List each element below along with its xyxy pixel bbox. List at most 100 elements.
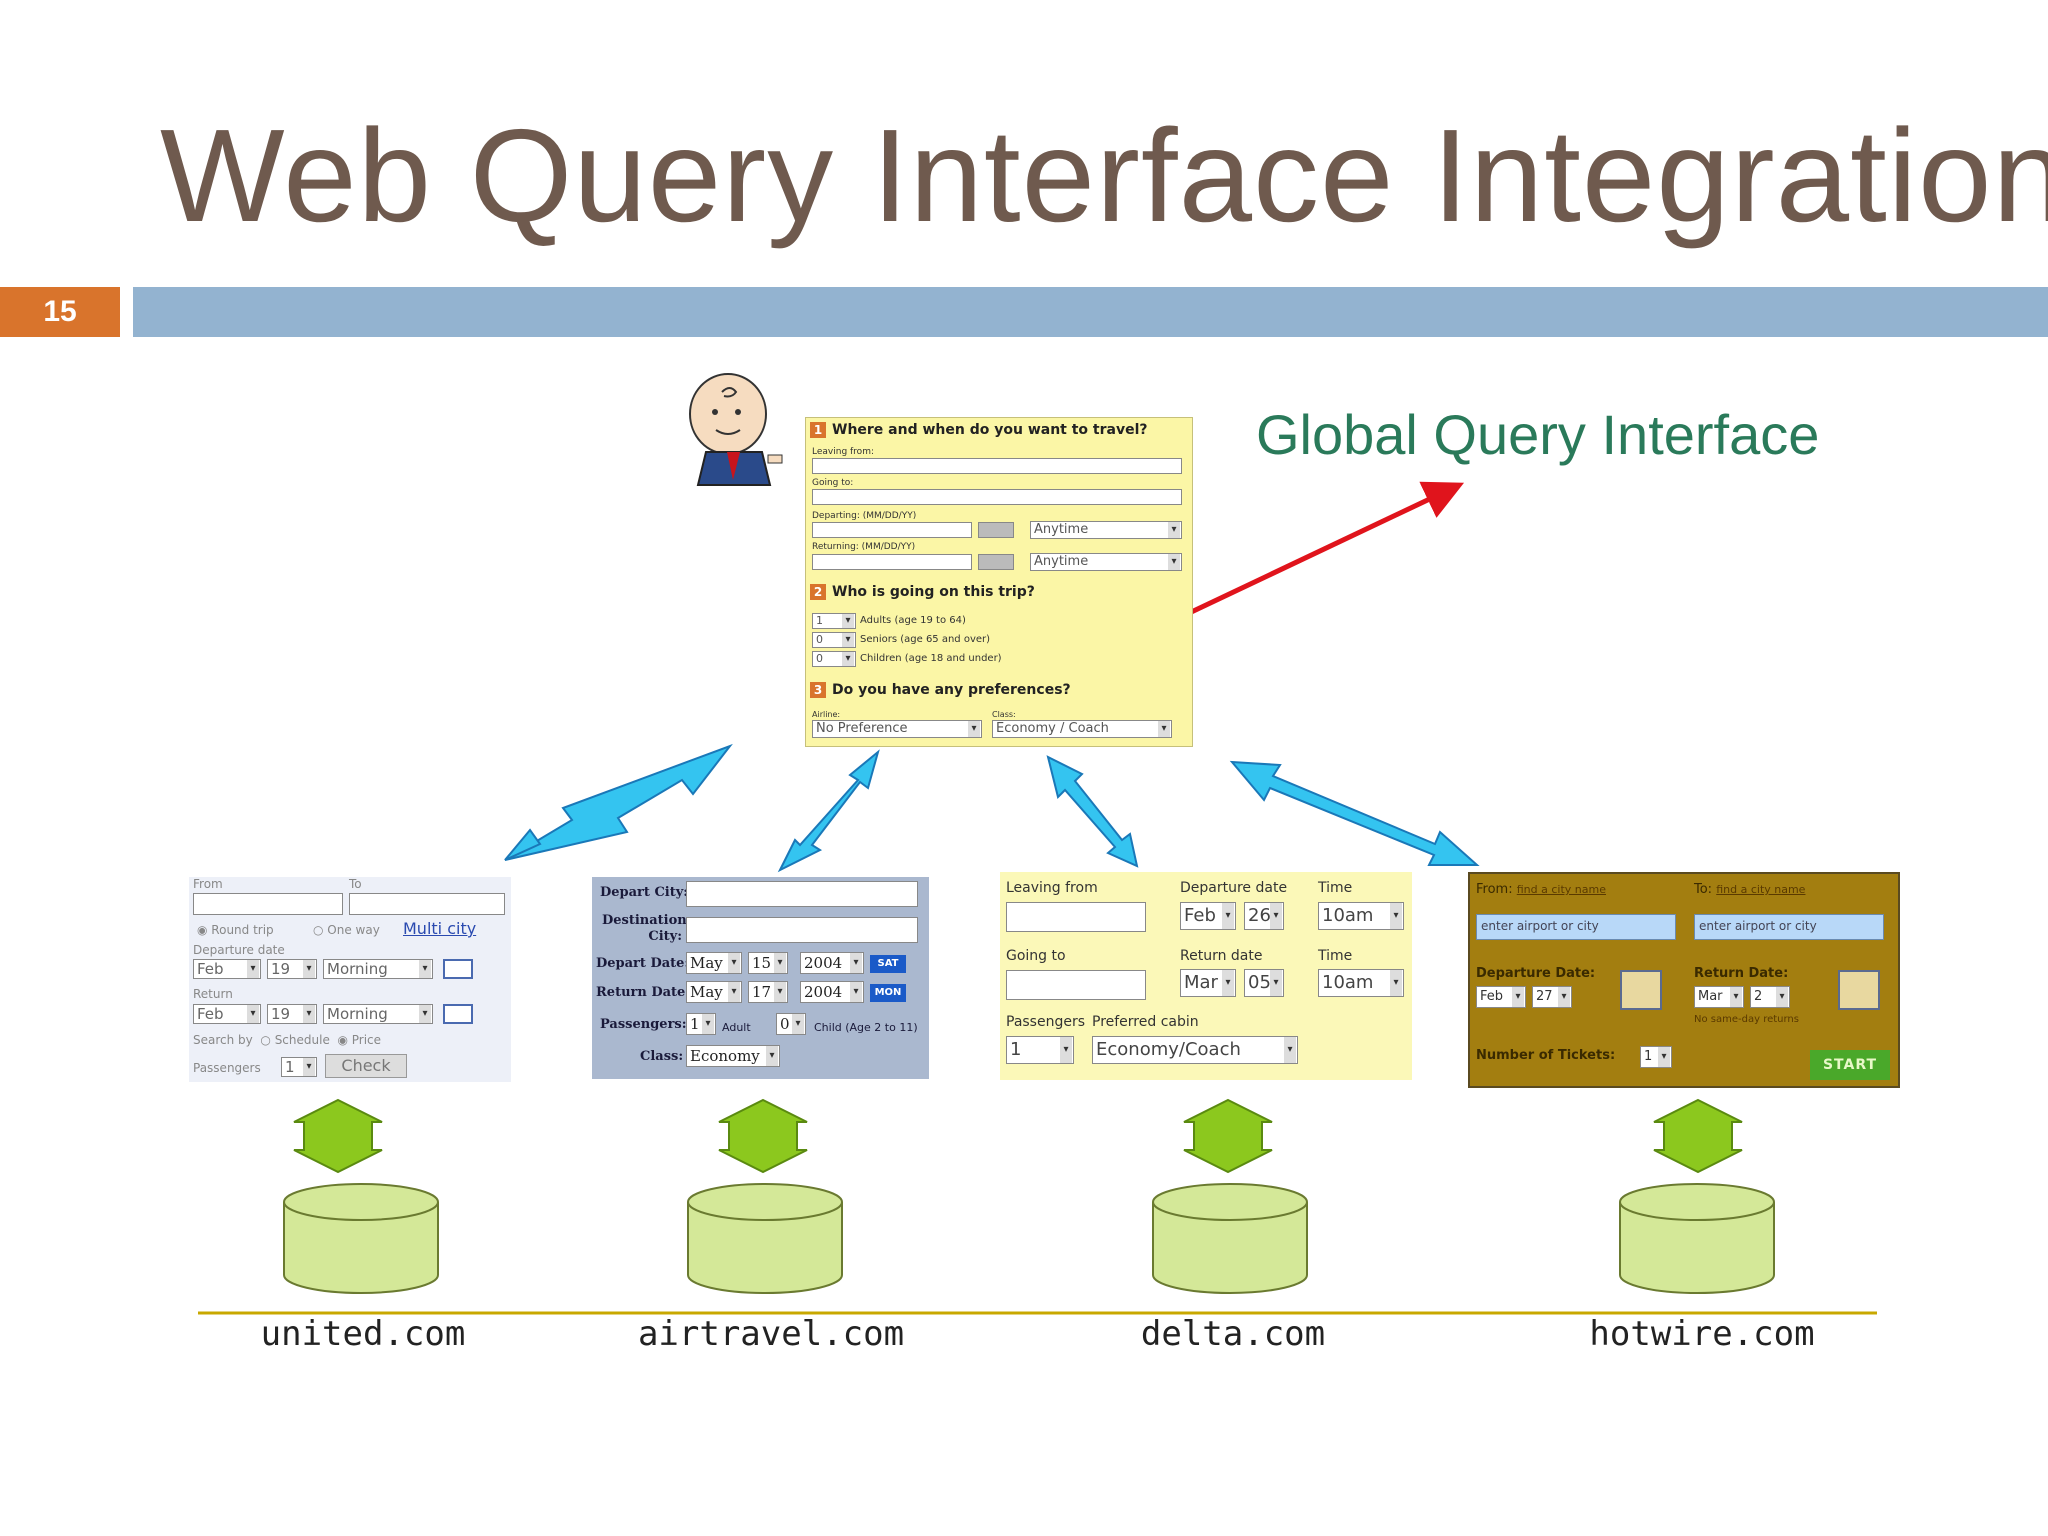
cyan-arrow-hotwire xyxy=(1229,760,1480,866)
leaving-from-label: Leaving from xyxy=(1006,880,1098,896)
database-icon xyxy=(1152,1183,1308,1294)
returning-date-input[interactable] xyxy=(812,554,972,570)
children-select[interactable]: 0 xyxy=(812,651,856,667)
return-month-select[interactable]: Feb xyxy=(193,1004,261,1024)
return-day-select[interactable]: 05 xyxy=(1244,969,1284,997)
destination-city-input[interactable] xyxy=(686,917,918,943)
multi-city-link[interactable]: Multi city xyxy=(403,919,477,938)
departure-day-select[interactable]: 27 xyxy=(1532,986,1572,1008)
return-day-select[interactable]: 19 xyxy=(267,1004,317,1024)
departing-date-input[interactable] xyxy=(812,522,972,538)
return-time-label: Time xyxy=(1318,948,1353,964)
round-trip-radio[interactable]: ◉ Round trip xyxy=(197,923,274,937)
global-query-interface-label: Global Query Interface xyxy=(1256,403,1820,466)
depart-year-select[interactable]: 2004 xyxy=(800,952,864,974)
start-button[interactable]: START xyxy=(1810,1050,1890,1080)
return-date-label: Return date xyxy=(1180,948,1263,964)
depart-city-label: Depart City: xyxy=(600,885,689,900)
cyan-arrow-delta xyxy=(1046,755,1139,868)
site-label-united: united.com xyxy=(260,1314,466,1354)
cabin-select[interactable]: Economy/Coach xyxy=(1092,1036,1298,1064)
departing-time-select[interactable]: Anytime xyxy=(1030,521,1182,539)
depart-day-select[interactable]: 15 xyxy=(748,952,788,974)
child-label: Child (Age 2 to 11) xyxy=(814,1021,918,1034)
destination-city-label: Destination City: xyxy=(602,913,687,944)
slide-number: 15 xyxy=(0,287,120,337)
calendar-icon[interactable] xyxy=(978,554,1014,570)
cyan-arrow-united xyxy=(504,743,733,861)
leaving-from-input[interactable] xyxy=(1006,902,1146,932)
adults-select[interactable]: 1 xyxy=(812,613,856,629)
departure-month-select[interactable]: Feb xyxy=(1476,986,1526,1008)
depart-city-input[interactable] xyxy=(686,881,918,907)
database-icon xyxy=(283,1183,439,1294)
hotwire-form: From: find a city name enter airport or … xyxy=(1468,872,1900,1088)
leaving-from-input[interactable] xyxy=(812,458,1182,474)
from-input[interactable] xyxy=(193,893,343,915)
going-to-input[interactable] xyxy=(812,489,1182,505)
to-input[interactable]: enter airport or city xyxy=(1694,914,1884,940)
calendar-icon[interactable] xyxy=(978,522,1014,538)
united-form: From To ◉ Round trip ○ One way Multi cit… xyxy=(189,877,511,1082)
departure-month-select[interactable]: Feb xyxy=(193,959,261,979)
search-by-label: Search by ○ Schedule ◉ Price xyxy=(193,1033,382,1047)
depart-month-select[interactable]: May xyxy=(686,952,742,974)
cyan-arrow-airtravel xyxy=(777,749,880,873)
calendar-icon[interactable] xyxy=(1620,970,1662,1010)
return-day-select[interactable]: 17 xyxy=(748,981,788,1003)
passengers-label: Passengers xyxy=(193,1061,261,1075)
red-arrow xyxy=(1183,481,1465,618)
tickets-select[interactable]: 1 xyxy=(1640,1046,1672,1068)
return-month-select[interactable]: Mar xyxy=(1694,986,1744,1008)
passengers-select[interactable]: 1 xyxy=(1006,1036,1074,1064)
one-way-radio[interactable]: ○ One way xyxy=(313,923,380,937)
calendar-icon[interactable] xyxy=(1838,970,1880,1010)
passengers-select[interactable]: 1 xyxy=(281,1057,317,1077)
preferred-cabin-label: Preferred cabin xyxy=(1092,1014,1199,1030)
airline-label: Airline: xyxy=(812,710,841,719)
going-to-label: Going to xyxy=(1006,948,1066,964)
depart-date-label: Depart Date: xyxy=(596,956,690,971)
return-dow-badge: MON xyxy=(870,984,906,1002)
site-label-delta: delta.com xyxy=(1140,1314,1326,1354)
departure-time-select[interactable]: 10am xyxy=(1318,902,1404,930)
class-label: Class: xyxy=(640,1049,684,1064)
seniors-select[interactable]: 0 xyxy=(812,632,856,648)
departure-time-select[interactable]: Morning xyxy=(323,959,433,979)
departure-day-select[interactable]: 26 xyxy=(1244,902,1284,930)
calendar-icon[interactable] xyxy=(443,1004,473,1024)
return-label: Return xyxy=(193,987,233,1001)
return-time-select[interactable]: 10am xyxy=(1318,969,1404,997)
returning-time-select[interactable]: Anytime xyxy=(1030,553,1182,571)
return-month-select[interactable]: May xyxy=(686,981,742,1003)
return-year-select[interactable]: 2004 xyxy=(800,981,864,1003)
airtravel-form: Depart City: Destination City: Depart Da… xyxy=(592,877,929,1079)
check-button[interactable]: Check xyxy=(325,1054,407,1078)
departure-date-label: Departure Date: xyxy=(1476,966,1596,981)
class-select[interactable]: Economy / Coach xyxy=(992,720,1172,738)
return-time-select[interactable]: Morning xyxy=(323,1004,433,1024)
going-to-input[interactable] xyxy=(1006,970,1146,1000)
departure-month-select[interactable]: Feb xyxy=(1180,902,1236,930)
same-day-note: No same-day returns xyxy=(1694,1014,1799,1025)
return-month-select[interactable]: Mar xyxy=(1180,969,1236,997)
airline-select[interactable]: No Preference xyxy=(812,720,982,738)
class-label: Class: xyxy=(992,710,1016,719)
calendar-icon[interactable] xyxy=(443,959,473,979)
adult-select[interactable]: 1 xyxy=(686,1013,716,1035)
class-select[interactable]: Economy xyxy=(686,1045,780,1067)
database-icon xyxy=(687,1183,843,1294)
to-label: To: find a city name xyxy=(1694,882,1806,897)
child-select[interactable]: 0 xyxy=(776,1013,806,1035)
children-label: Children (age 18 and under) xyxy=(860,653,1002,664)
to-input[interactable] xyxy=(349,893,505,915)
departure-day-select[interactable]: 19 xyxy=(267,959,317,979)
departure-time-label: Time xyxy=(1318,880,1353,896)
from-input[interactable]: enter airport or city xyxy=(1476,914,1676,940)
return-day-select[interactable]: 2 xyxy=(1750,986,1790,1008)
